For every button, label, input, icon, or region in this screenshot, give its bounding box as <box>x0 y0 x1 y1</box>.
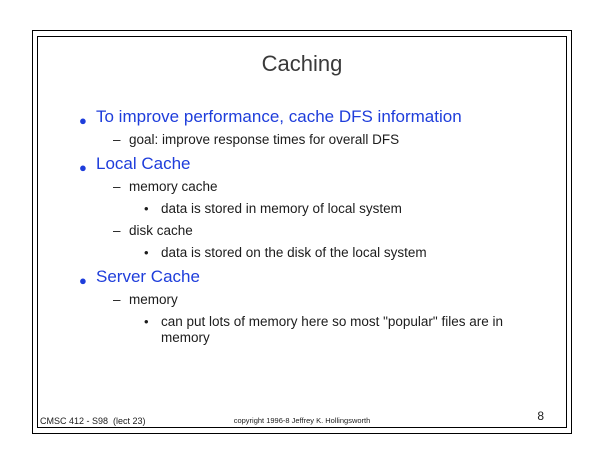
slide-inner-border: Caching ● To improve performance, cache … <box>37 36 567 428</box>
bullet-text: disk cache <box>129 223 193 238</box>
footer-course-label: CMSC 412 - S98 (lect 23) <box>40 416 146 426</box>
bullet-text: To improve performance, cache DFS inform… <box>96 107 462 126</box>
bullet-dot-icon: ● <box>79 113 87 128</box>
bullet-text: memory cache <box>129 179 218 194</box>
slide-outer-border: Caching ● To improve performance, cache … <box>32 30 572 434</box>
slide-title: Caching <box>261 51 343 76</box>
bullet-dot-icon: ● <box>79 273 87 288</box>
bullet-dot-icon: ● <box>79 160 87 175</box>
dash-bullet-icon: – <box>113 179 121 194</box>
bullet-text: memory <box>129 292 178 307</box>
bullet-list: ● To improve performance, cache DFS info… <box>38 107 566 346</box>
bullet-item: – memory <box>38 292 536 308</box>
footer-copyright: copyright 1996-8 Jeffrey K. Hollingswort… <box>233 416 371 425</box>
dot-bullet-icon: • <box>144 245 149 260</box>
bullet-text: Server Cache <box>96 267 200 286</box>
bullet-item: • data is stored in memory of local syst… <box>38 201 536 217</box>
bullet-item: ● Server Cache <box>38 267 536 288</box>
bullet-item: ● Local Cache <box>38 154 536 175</box>
dot-bullet-icon: • <box>144 314 149 329</box>
bullet-item: – disk cache <box>38 223 536 239</box>
bullet-text: goal: improve response times for overall… <box>129 132 400 147</box>
bullet-text: data is stored on the disk of the local … <box>161 245 427 260</box>
bullet-text: data is stored in memory of local system <box>161 201 402 216</box>
dot-bullet-icon: • <box>144 201 149 216</box>
bullet-item: – goal: improve response times for overa… <box>38 132 536 148</box>
dash-bullet-icon: – <box>113 132 121 147</box>
bullet-item: – memory cache <box>38 179 536 195</box>
dash-bullet-icon: – <box>113 223 121 238</box>
bullet-item: • data is stored on the disk of the loca… <box>38 245 536 261</box>
bullet-item: ● To improve performance, cache DFS info… <box>38 107 536 128</box>
page-number: 8 <box>537 409 544 423</box>
bullet-text: Local Cache <box>96 154 191 173</box>
bullet-text: can put lots of memory here so most "pop… <box>161 314 503 345</box>
dash-bullet-icon: – <box>113 292 121 307</box>
bullet-item: • can put lots of memory here so most "p… <box>38 314 536 346</box>
